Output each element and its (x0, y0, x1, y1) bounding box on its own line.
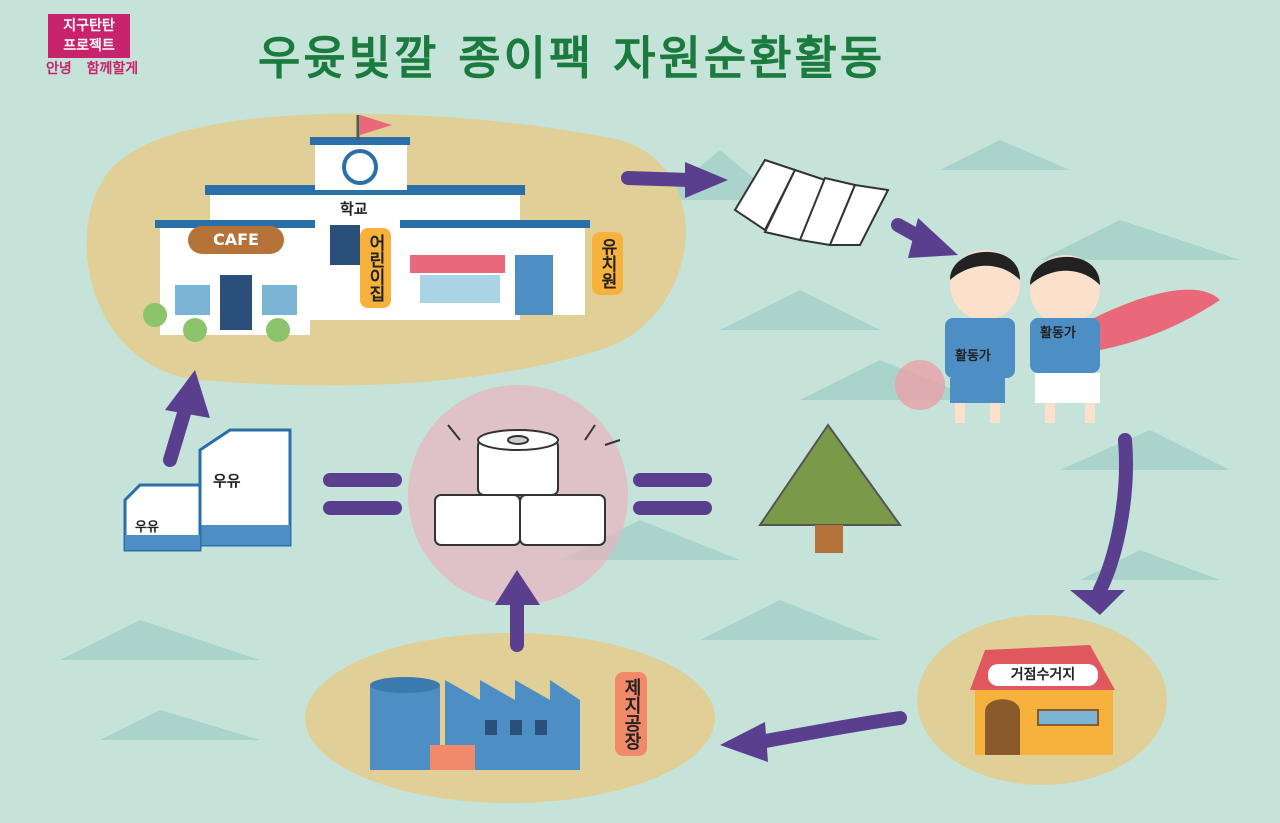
paper-factory-label: 제지공장 (615, 672, 647, 756)
toilet-paper-icon (434, 424, 621, 546)
kindergarten-label: 유치원 (592, 232, 623, 295)
activists (895, 250, 1220, 423)
logo-sub-right: 함께할게 (86, 61, 139, 77)
flattened-cartons (733, 158, 890, 247)
paper-factory (370, 677, 580, 770)
milk-cartons (123, 428, 292, 552)
page-title: 우윳빛깔 종이팩 자원순환활동 (258, 31, 886, 85)
logo-subtitle: 안녕 함께할게 (46, 58, 138, 78)
mountains (60, 140, 1240, 740)
daycare-label: 어린이집 (360, 228, 391, 308)
cycle-arrows (163, 162, 1133, 762)
school-label: 학교 (340, 200, 368, 218)
milk-small-label: 우유 (135, 520, 159, 535)
activist-label-left: 활동가 (955, 349, 991, 364)
cafe-sign: CAFE (188, 226, 284, 254)
collection-point-building (970, 645, 1115, 755)
activist-label-right: 활동가 (1040, 326, 1076, 341)
logo-line-2: 프로젝트 (63, 38, 115, 54)
milk-large-label: 우유 (213, 472, 241, 490)
collection-point-label: 거점수거지 (988, 664, 1098, 686)
tree-icon (758, 423, 902, 553)
school-building (143, 115, 590, 342)
logo-sub-left: 안녕 (46, 61, 72, 77)
logo-line-1: 지구탄탄 (63, 18, 115, 34)
project-logo: 지구탄탄 프로젝트 (48, 14, 130, 58)
